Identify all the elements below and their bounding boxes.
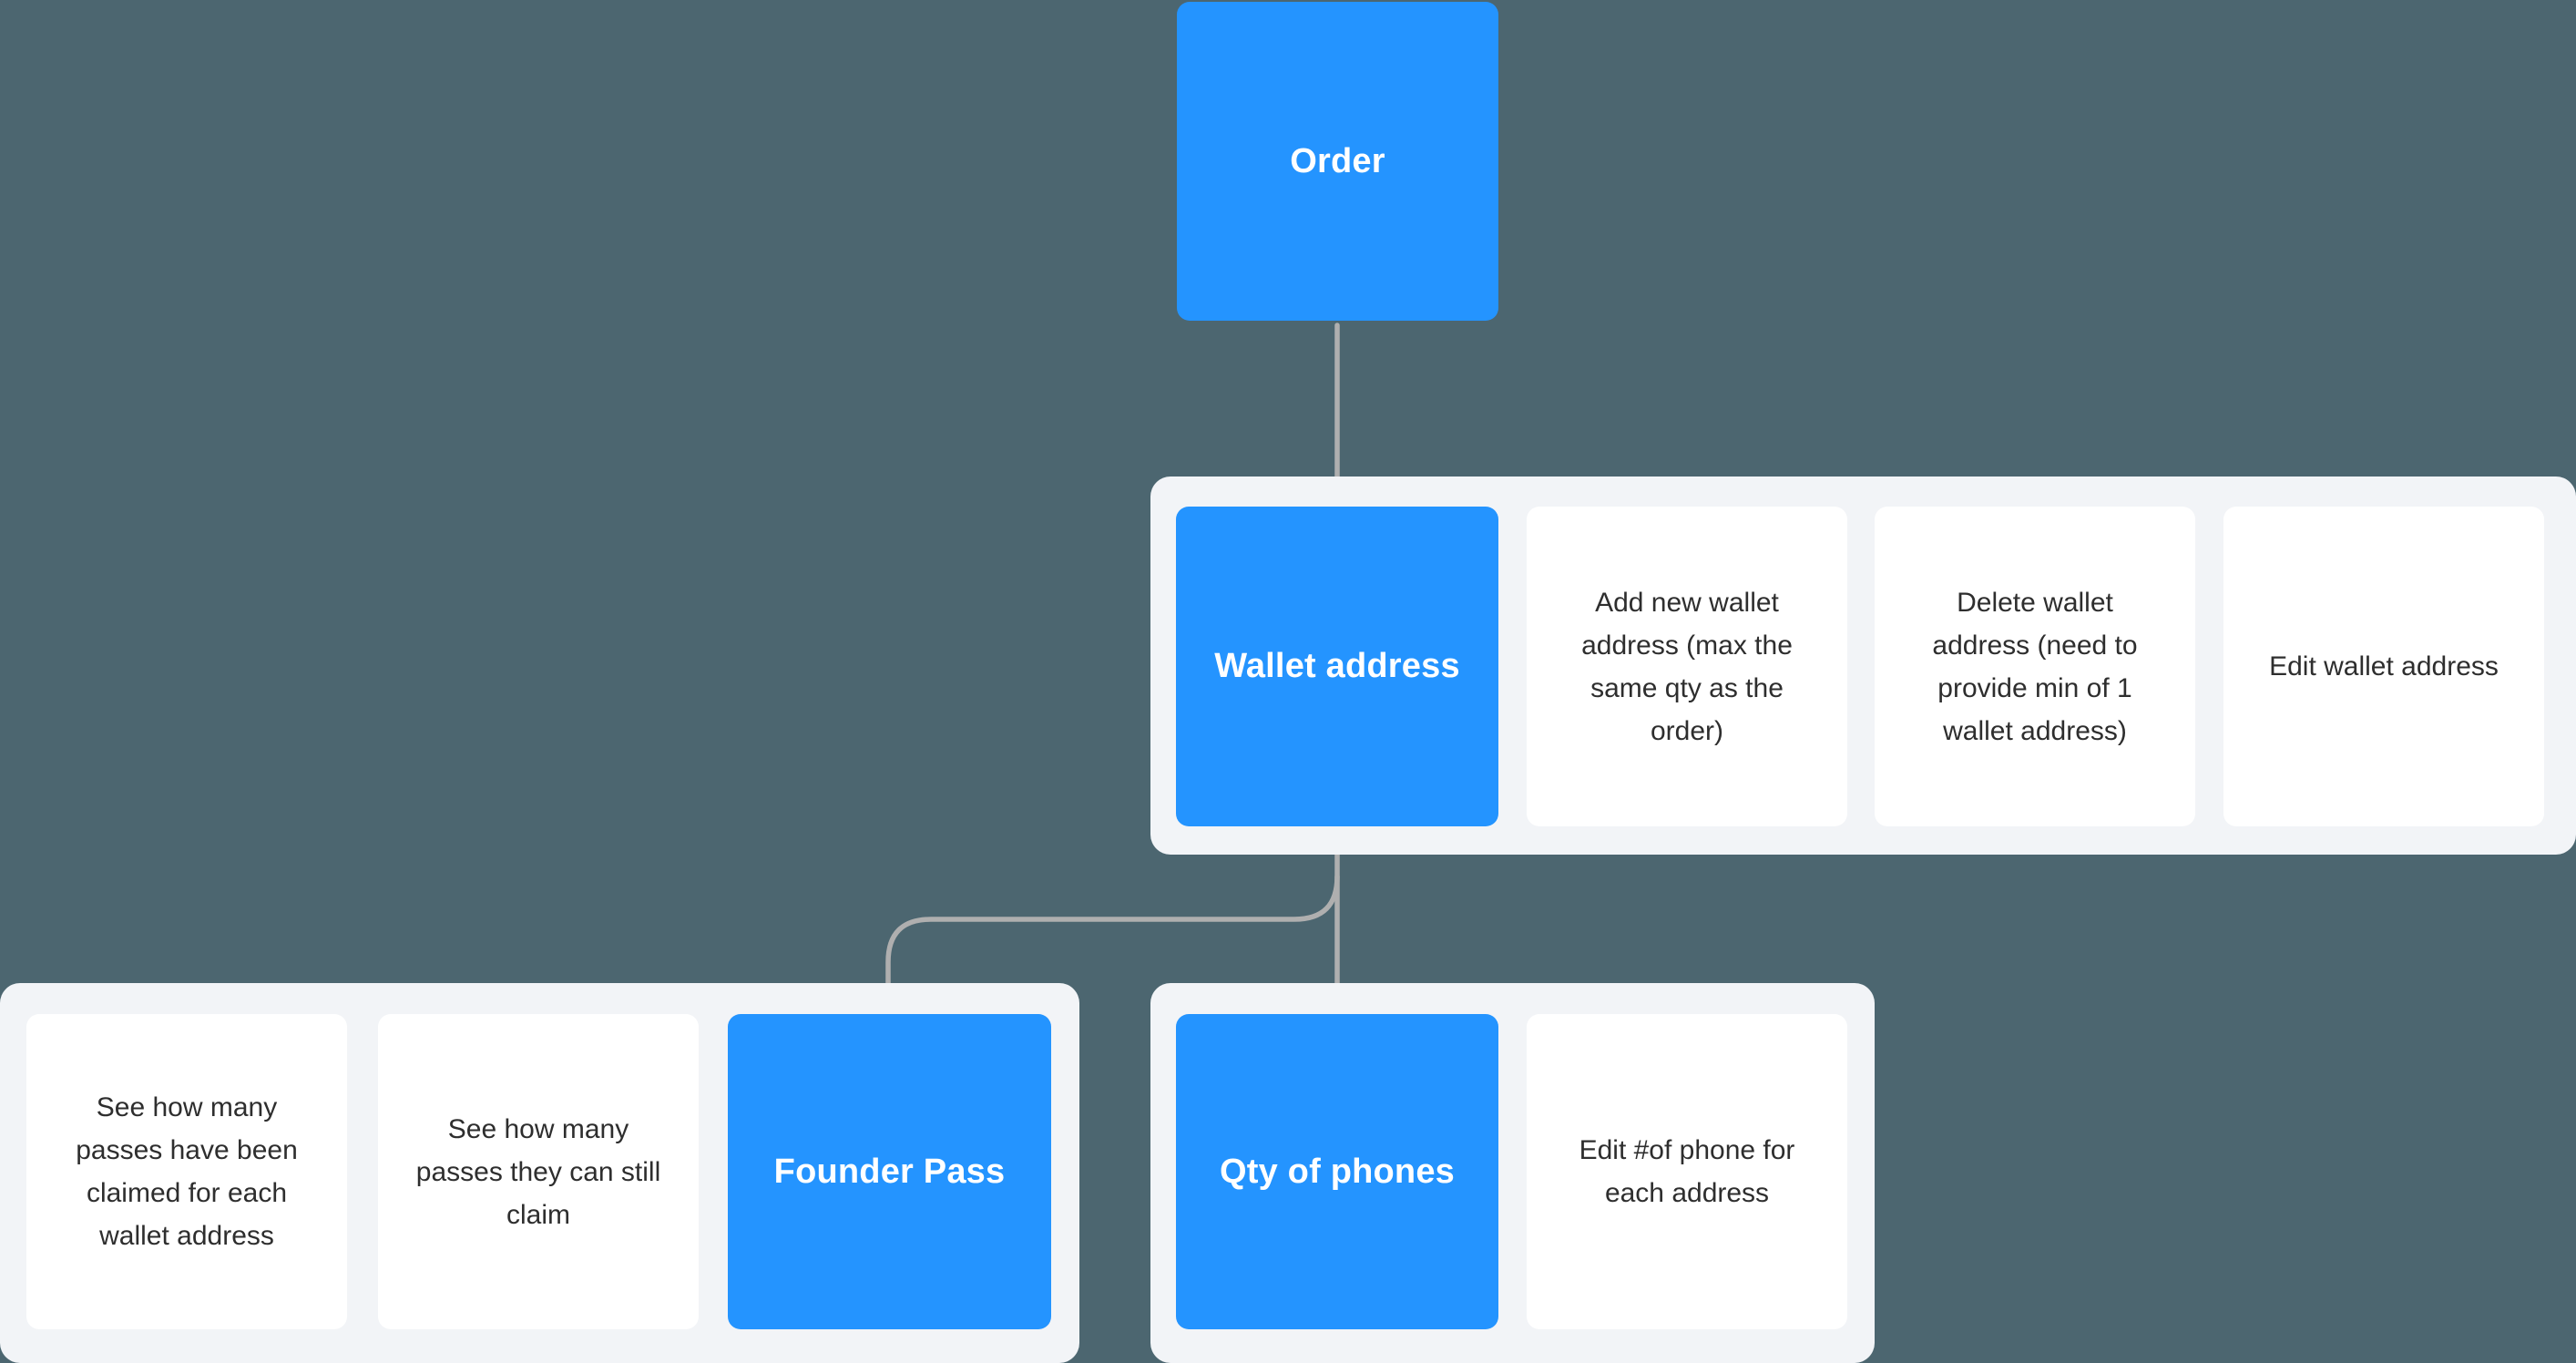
group-founder-pass[interactable]: See how many passes have been claimed fo…: [0, 983, 1079, 1363]
connector-wallet-to-qty-of-phones[interactable]: [1314, 825, 1360, 1010]
card-text: Add new wallet address (max the same qty…: [1581, 587, 1793, 746]
node-founder-pass-label: Founder Pass: [773, 1152, 1006, 1191]
connector-order-to-wallet[interactable]: [1314, 323, 1360, 503]
node-order[interactable]: Order: [1177, 2, 1498, 321]
card-edit-phone-qty[interactable]: Edit #of phone for each address: [1527, 1014, 1847, 1329]
card-passes-claimed[interactable]: See how many passes have been claimed fo…: [26, 1014, 347, 1329]
card-text: See how many passes they can still claim: [415, 1113, 661, 1230]
card-text: See how many passes have been claimed fo…: [76, 1092, 298, 1251]
node-wallet-address-label: Wallet address: [1214, 647, 1460, 685]
node-wallet-address[interactable]: Wallet address: [1176, 507, 1498, 826]
card-text: Delete wallet address (need to provide m…: [1932, 587, 2138, 746]
card-text: Edit #of phone for each address: [1579, 1135, 1795, 1208]
node-qty-of-phones-label: Qty of phones: [1219, 1152, 1456, 1191]
node-qty-of-phones[interactable]: Qty of phones: [1176, 1014, 1498, 1329]
card-text: Edit wallet address: [2269, 651, 2499, 682]
node-founder-pass[interactable]: Founder Pass: [728, 1014, 1051, 1329]
group-wallet-address[interactable]: Wallet address Add new wallet address (m…: [1150, 477, 2576, 855]
group-qty-of-phones[interactable]: Qty of phones Edit #of phone for each ad…: [1150, 983, 1875, 1363]
card-delete-wallet-address[interactable]: Delete wallet address (need to provide m…: [1875, 507, 2195, 826]
card-add-new-wallet-address[interactable]: Add new wallet address (max the same qty…: [1527, 507, 1847, 826]
card-edit-wallet-address[interactable]: Edit wallet address: [2223, 507, 2544, 826]
node-order-label: Order: [1290, 141, 1385, 180]
card-passes-still-claim[interactable]: See how many passes they can still claim: [378, 1014, 699, 1329]
